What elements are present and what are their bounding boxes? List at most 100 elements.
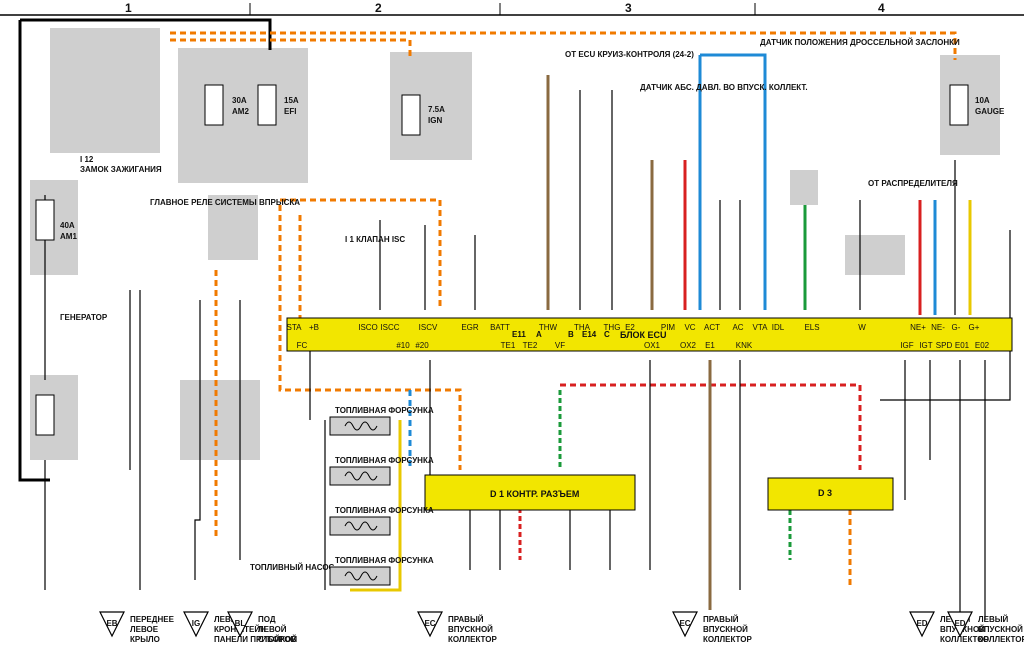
ecu-bottom-pin-3: TE1 xyxy=(501,341,516,350)
ecu-bottom-pin-0: FC xyxy=(297,341,308,350)
ecu-bottom-pin-14: E02 xyxy=(975,341,990,350)
ground-symbols: EBПЕРЕДНЕЕЛЕВОЕКРЫЛОIGЛЕВЫЙКРОНШТЕЙНПАНЕ… xyxy=(99,611,1024,644)
fuse-am1-name: AM1 xyxy=(60,232,77,241)
injector-label-3: ТОПЛИВНАЯ ФОРСУНКА xyxy=(335,556,434,565)
fuse-am1-rating: 40A xyxy=(60,221,75,230)
section-4: 4 xyxy=(878,1,885,15)
ecu-top-pin-2: ISCO xyxy=(358,323,378,332)
fuse-efi-symbol xyxy=(257,84,277,126)
ground-code-0: EB xyxy=(106,619,117,628)
fuses xyxy=(35,84,969,436)
ecu-bottom-pin-10: IGF xyxy=(900,341,913,350)
d3-title: D 3 xyxy=(818,488,832,498)
ecu-top-pin-17: ELS xyxy=(804,323,819,332)
ecu-mid-c: C xyxy=(604,330,610,339)
fuse-efi-name: EFI xyxy=(284,107,296,116)
fuse-gauge-box xyxy=(940,55,1000,155)
ecu-top-pin-16: IDL xyxy=(772,323,785,332)
fuse-am1-symbol xyxy=(35,199,55,241)
ecu-top-pin-9: THG xyxy=(604,323,621,332)
section-3: 3 xyxy=(625,1,632,15)
ignition-switch-desc: ЗАМОК ЗАЖИГАНИЯ xyxy=(80,165,162,174)
ecu-bottom-pin-11: IGT xyxy=(919,341,932,350)
fuse-ign-symbol xyxy=(401,94,421,136)
fuse-block-symbol xyxy=(35,394,55,436)
ecu-top-pin-18: W xyxy=(858,323,866,332)
ecu-bottom-pin-7: OX2 xyxy=(680,341,697,350)
fuel-injector-0: ТОПЛИВНАЯ ФОРСУНКА xyxy=(329,406,434,436)
ignition-switch-name: I 12 xyxy=(80,155,94,164)
ecu-top-pin-15: VTA xyxy=(753,323,769,332)
fuse-am2-symbol xyxy=(204,84,224,126)
fuse-am2-rating: 30A xyxy=(232,96,247,105)
ecu-bottom-pin-12: SPD xyxy=(936,341,953,350)
fuse-gauge-name: GAUGE xyxy=(975,107,1005,116)
ground-code-5: ED xyxy=(916,619,927,628)
main-relay-box xyxy=(208,195,258,260)
ecu-bottom-pin-4: TE2 xyxy=(523,341,538,350)
generator-label: ГЕНЕРАТОР xyxy=(60,313,108,322)
ground-code-4: EC xyxy=(679,619,690,628)
ground-code-1: IG xyxy=(192,619,200,628)
ecu-top-pin-0: STA xyxy=(287,323,303,332)
ecu-bottom-pin-2: #20 xyxy=(415,341,429,350)
d1-title: D 1 КОНТР. РАЗЪЕМ xyxy=(490,489,579,499)
ecu-top-pin-1: +B xyxy=(309,323,319,332)
ecu-mid-b: B xyxy=(568,330,574,339)
component-labels: I 12 ЗАМОК ЗАЖИГАНИЯ ГЕНЕРАТОР ГЛАВНОЕ Р… xyxy=(60,38,960,572)
ecu-top-pin-10: E2 xyxy=(625,323,635,332)
fuel-injector-3: ТОПЛИВНАЯ ФОРСУНКА xyxy=(329,556,434,586)
tps-label: ДАТЧИК ПОЛОЖЕНИЯ ДРОССЕЛЬНОЙ ЗАСЛОНКИ xyxy=(760,38,960,47)
ecu-top-pin-22: G+ xyxy=(969,323,980,332)
map-sensor-label: ДАТЧИК АБС. ДАВЛ. ВО ВПУСК. КОЛЛЕКТ. xyxy=(640,83,808,92)
ground-code-6: ED xyxy=(954,619,965,628)
fuel-pump-label: ТОПЛИВНЫЙ НАСОС xyxy=(250,563,335,572)
ecu-top-pin-3: ISCC xyxy=(380,323,399,332)
wires xyxy=(18,18,1011,620)
ecu-mid-labels: E11 A B E14 C xyxy=(512,330,610,339)
injector-label-1: ТОПЛИВНАЯ ФОРСУНКА xyxy=(335,456,434,465)
fuse-ign-rating: 7.5A xyxy=(428,105,445,114)
section-1: 1 xyxy=(125,1,132,15)
ground-code-3: EC xyxy=(424,619,435,628)
ecu-title: БЛОК ECU xyxy=(620,330,667,340)
ecu-top-pin-7: THW xyxy=(539,323,558,332)
ecu-top-pin-11: PIM xyxy=(661,323,676,332)
main-relay-label: ГЛАВНОЕ РЕЛЕ СИСТЕМЫ ВПРЫСКА xyxy=(150,198,300,207)
shaded-blocks xyxy=(30,28,1000,460)
fuse-ign-name: IGN xyxy=(428,116,442,125)
distributor-label: ОТ РАСПРЕДЕЛИТЕЛЯ xyxy=(868,179,958,188)
isc-valve-label: I 1 КЛАПАН ISC xyxy=(345,235,405,244)
injectors: ТОПЛИВНАЯ ФОРСУНКА ТОПЛИВНАЯ ФОРСУНКА ТОПЛ… xyxy=(329,406,434,586)
injector-label-0: ТОПЛИВНАЯ ФОРСУНКА xyxy=(335,406,434,415)
ecu-bottom-pin-13: E01 xyxy=(955,341,970,350)
ecu-top-pin-4: ISCV xyxy=(419,323,438,332)
fuse-gauge-symbol xyxy=(949,84,969,126)
ecu-bottom-pin-9: KNK xyxy=(736,341,753,350)
ecu-bottom-pin-6: OX1 xyxy=(644,341,661,350)
fuse-gauge-rating: 10A xyxy=(975,96,990,105)
ecu-top-pin-13: ACT xyxy=(704,323,720,332)
ground-code-2: BL xyxy=(235,619,246,628)
section-header: 1 2 3 4 xyxy=(0,1,1024,16)
fuse-efi-rating: 15A xyxy=(284,96,299,105)
cruise-label: ОТ ECU КРУИЗ-КОНТРОЛЯ (24-2) xyxy=(565,50,694,59)
fuel-injector-2: ТОПЛИВНАЯ ФОРСУНКА xyxy=(329,506,434,536)
ecu-top-pin-21: G- xyxy=(952,323,961,332)
ecu-mid-e11: E11 xyxy=(512,330,526,339)
fuse-efi-box xyxy=(178,48,308,183)
